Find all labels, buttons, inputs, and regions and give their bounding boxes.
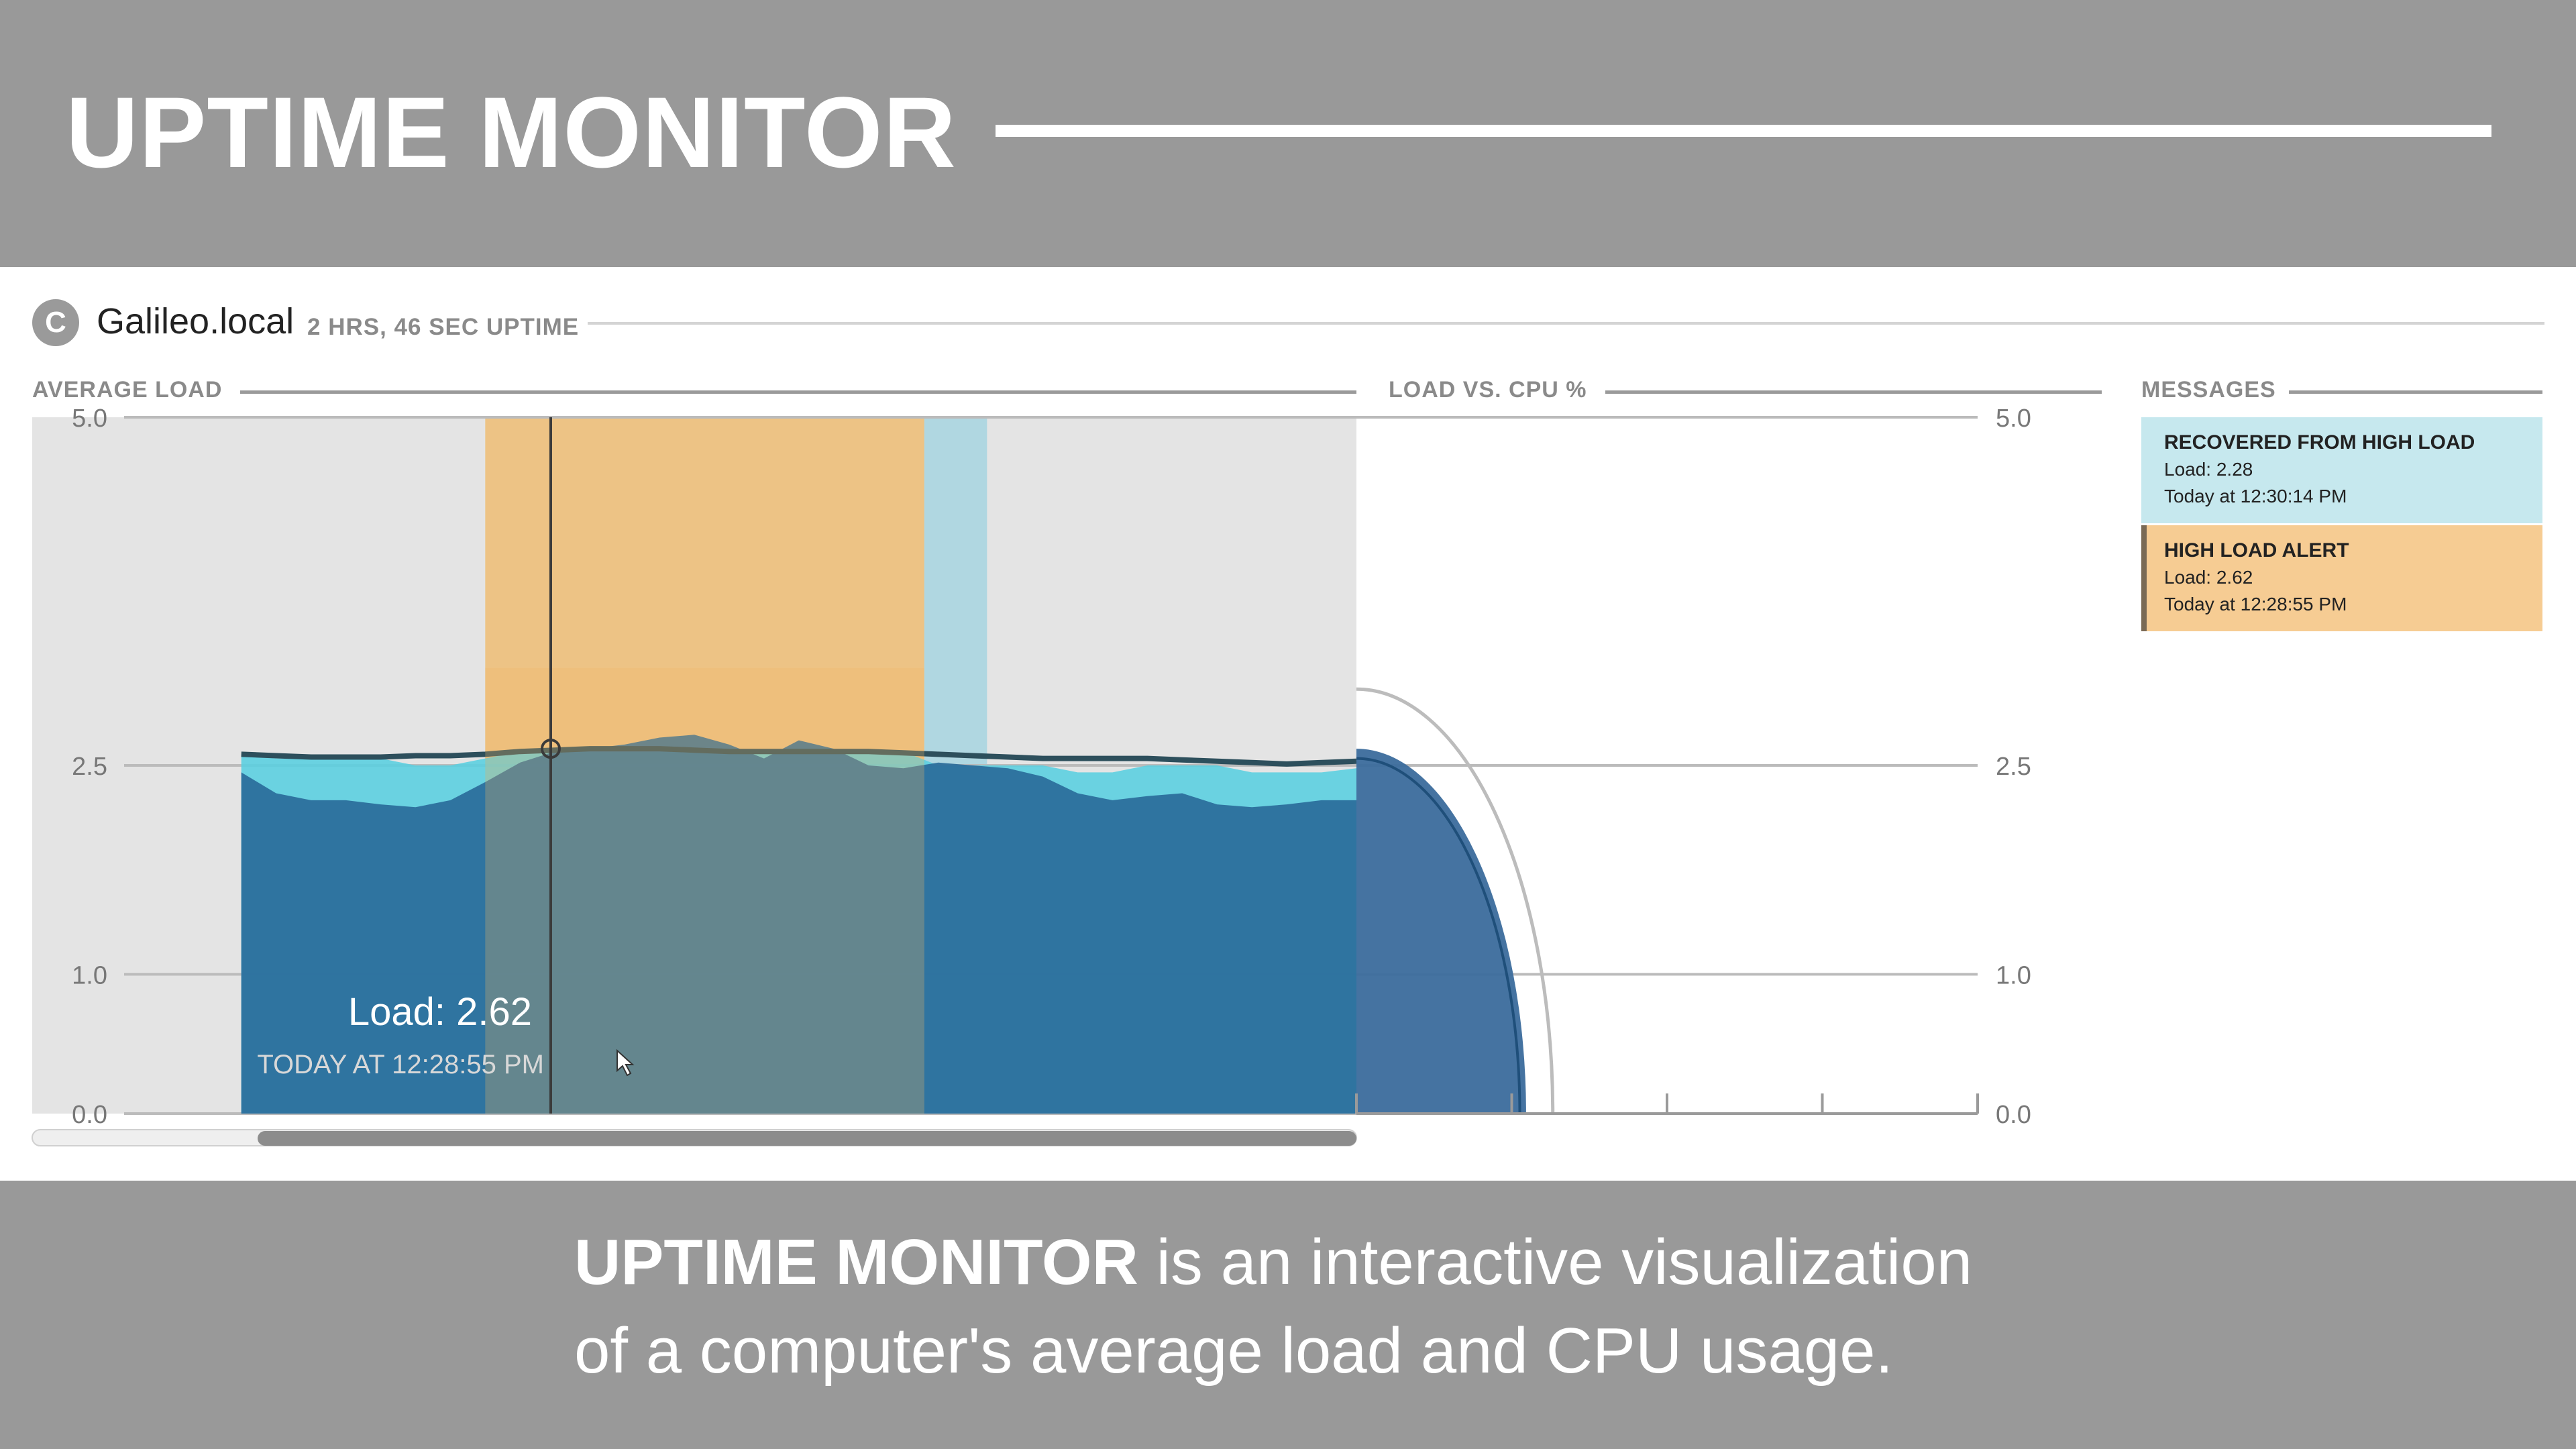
average-load-rule [240, 390, 1356, 394]
load-radial-area [1356, 749, 1526, 1114]
description-rest: is an interactive visualization [1138, 1226, 1973, 1298]
message-title: RECOVERED FROM HIGH LOAD [2164, 431, 2475, 453]
message-high-load-alert[interactable]: HIGH LOAD ALERT Load: 2.62 Today at 12:2… [2141, 525, 2542, 631]
description-line-2: of a computer's average load and CPU usa… [574, 1315, 1894, 1387]
message-load: Load: 2.28 [2164, 459, 2253, 480]
refresh-glyph: C [45, 306, 66, 339]
message-time: Today at 12:28:55 PM [2164, 594, 2347, 614]
message-title: HIGH LOAD ALERT [2164, 539, 2349, 561]
load-vs-cpu-rule [1605, 390, 2102, 394]
y-tick-label: 0.0 [72, 1101, 107, 1129]
right-y-tick-label: 0.0 [1996, 1101, 2031, 1129]
average-load-heading: AVERAGE LOAD [32, 377, 223, 402]
message-recovered[interactable]: RECOVERED FROM HIGH LOAD Load: 2.28 Toda… [2141, 417, 2542, 523]
average-load-chart[interactable]: 5.0 5.0 2.5 2.5 1.0 1.0 0.0 0.0 Load: 2.62TODAY … [0, 267, 2113, 1181]
message-time: Today at 12:30:14 PM [2164, 486, 2347, 506]
scrollbar-thumb[interactable] [258, 1131, 1356, 1146]
messages-heading: MESSAGES [2141, 377, 2276, 402]
tooltip-time: TODAY AT 12:28:55 PM [257, 1050, 544, 1079]
y-tick-label: 2.5 [72, 753, 107, 781]
load-vs-cpu-heading: LOAD VS. CPU % [1389, 377, 1587, 402]
radial-outer-ring [1356, 687, 1555, 1114]
right-y-tick-label: 2.5 [1996, 753, 2031, 781]
description-bold: UPTIME MONITOR [574, 1226, 1138, 1298]
host-name: Galileo.local [97, 301, 294, 341]
message-load: Load: 2.62 [2164, 567, 2253, 588]
refresh-icon[interactable]: C [32, 299, 79, 346]
cursor-marker [540, 739, 561, 759]
y-tick-label: 1.0 [72, 961, 107, 989]
right-y-tick-label: 5.0 [1996, 405, 2031, 433]
host-rule [588, 322, 2544, 325]
cpu-radial-arc [1356, 757, 1521, 1114]
messages-rule [2289, 390, 2542, 394]
description: UPTIME MONITOR is an interactive visuali… [574, 1218, 2184, 1395]
y-tick-label: 5.0 [72, 405, 107, 433]
description-line-1: UPTIME MONITOR is an interactive visuali… [574, 1218, 2184, 1307]
average-line [241, 746, 1357, 767]
tooltip-load: Load: 2.62 [348, 990, 532, 1034]
hero-title: UPTIME MONITOR [66, 76, 957, 189]
uptime-monitor-app: C Galileo.local 2 HRS, 46 SEC UPTIME AVE… [0, 267, 2576, 1181]
load-area [241, 735, 1356, 1114]
hero-title-rule [996, 125, 2491, 137]
hero-footer: UPTIME MONITOR is an interactive visuali… [0, 1181, 2576, 1449]
uptime-text: 2 HRS, 46 SEC UPTIME [307, 314, 580, 340]
hero-header: UPTIME MONITOR [0, 0, 2576, 267]
mouse-pointer-icon [616, 1049, 635, 1077]
right-y-tick-label: 1.0 [1996, 961, 2031, 989]
host-header: C Galileo.local 2 HRS, 46 SEC UPTIME [32, 299, 2544, 346]
